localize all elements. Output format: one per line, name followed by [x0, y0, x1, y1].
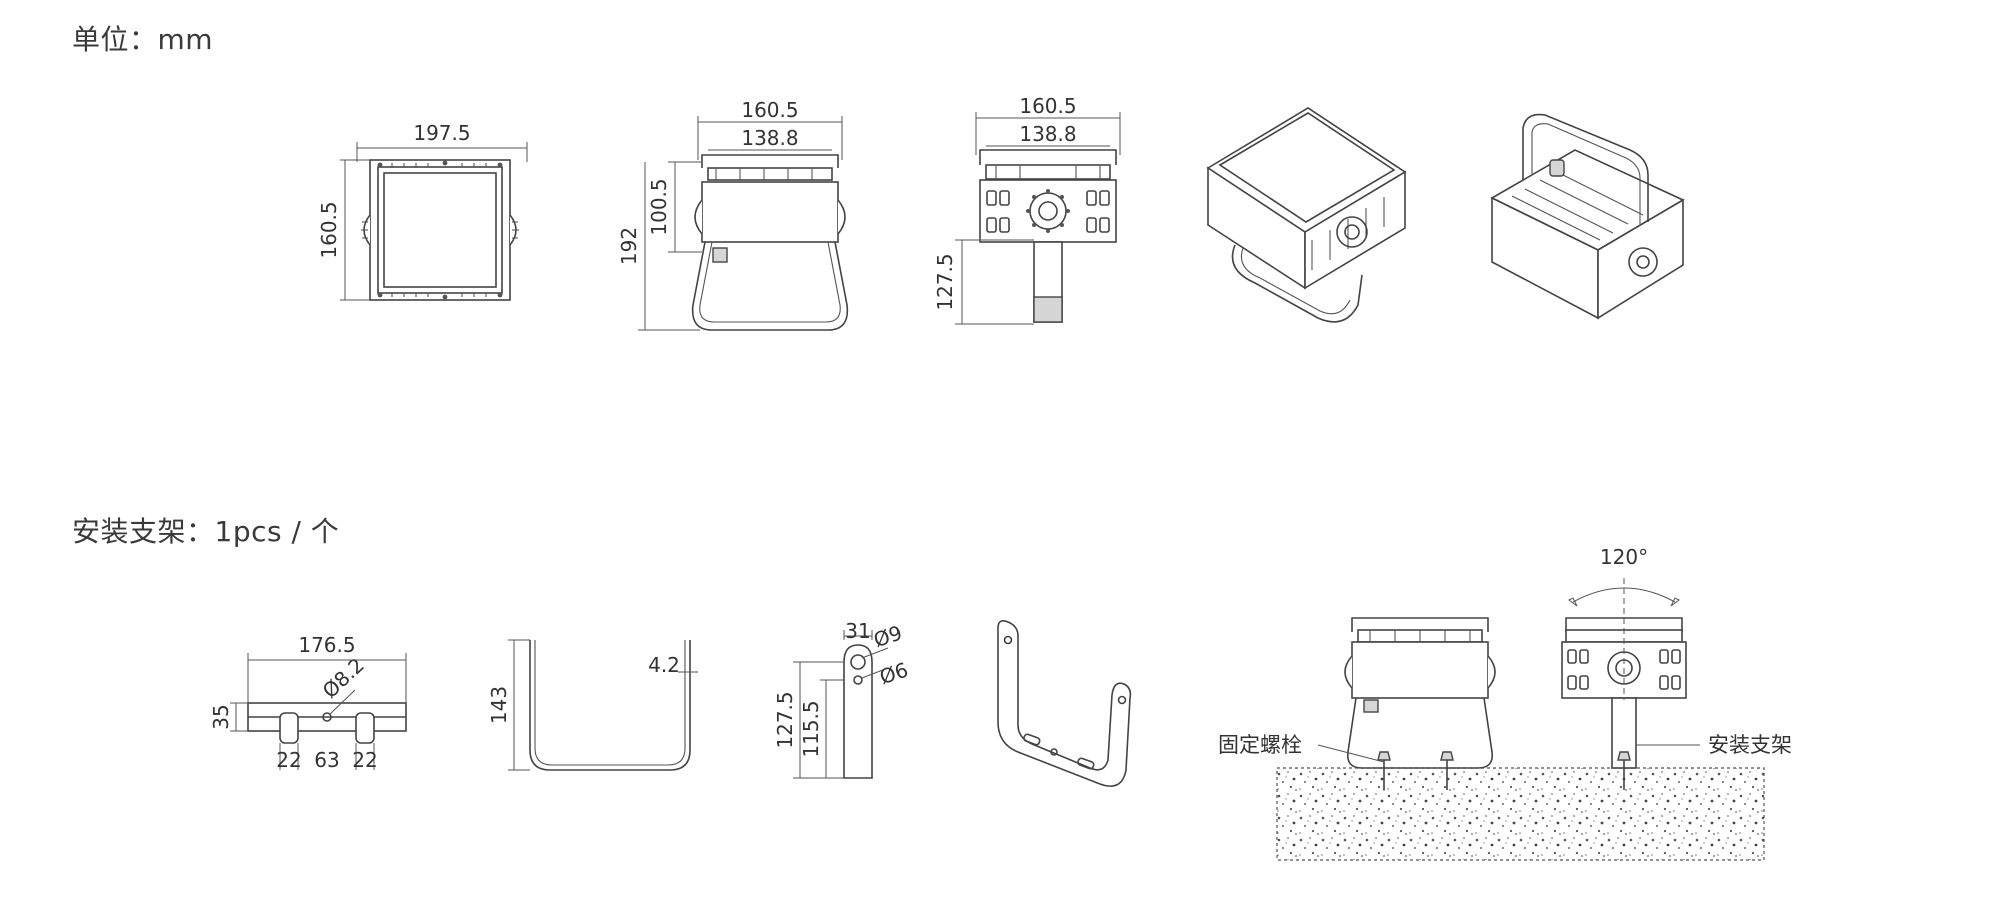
bracket-side-view: 31 Ø9 Ø6 127.5 115.5 — [773, 619, 911, 779]
spacing-mid-label: 63 — [314, 748, 339, 772]
bracket-front-height-label: 143 — [487, 686, 511, 724]
unit-heading: 单位：mm — [72, 23, 214, 56]
front-height-label: 160.5 — [317, 201, 341, 258]
back-view: 160.5 138.8 127.5 — [933, 94, 1121, 325]
bracket-label: 安装支架 — [1708, 733, 1792, 757]
back-outer-width-label: 160.5 — [1019, 94, 1076, 118]
bracket-front-view: 143 4.2 — [487, 639, 698, 771]
bracket-side-width-label: 31 — [845, 619, 870, 643]
spacing-right-label: 22 — [352, 748, 377, 772]
hole-big-label: Ø9 — [871, 621, 905, 653]
installation-illustration: 固定螺栓 120° 安装支架 — [1218, 545, 1792, 861]
hole-small-label: Ø6 — [877, 658, 911, 690]
front-width-label: 197.5 — [413, 121, 470, 145]
side-body-height-label: 100.5 — [647, 178, 671, 235]
bracket-thickness-label: 4.2 — [648, 653, 680, 677]
bracket-length-label: 176.5 — [298, 633, 355, 657]
fixing-bolts — [1377, 751, 1454, 790]
side-outer-height-label: 127.5 — [773, 691, 797, 748]
isometric-view-back — [1490, 113, 1685, 320]
isometric-view-front — [1206, 107, 1407, 323]
front-view: 197.5 160.5 — [317, 121, 528, 301]
spacing-left-label: 22 — [276, 748, 301, 772]
side-outer-width-label: 160.5 — [741, 98, 798, 122]
back-inner-width-label: 138.8 — [1019, 122, 1076, 146]
bracket-heading: 安装支架：1pcs / 个 — [72, 515, 340, 548]
side-inner-height-label: 115.5 — [799, 700, 823, 757]
side-inner-width-label: 138.8 — [741, 126, 798, 150]
concrete-ground — [1276, 767, 1765, 861]
back-bracket-height-label: 127.5 — [933, 253, 957, 310]
bracket-height-label: 35 — [209, 704, 233, 729]
angle-label: 120° — [1600, 545, 1648, 569]
bracket-isometric-view — [997, 620, 1132, 787]
side-view: 160.5 138.8 100.5 192 — [617, 98, 849, 331]
bolt-label: 固定螺栓 — [1218, 733, 1302, 757]
side-total-height-label: 192 — [617, 227, 641, 265]
bracket-top-view: Ø8.2 176.5 35 22 63 22 — [209, 633, 407, 772]
